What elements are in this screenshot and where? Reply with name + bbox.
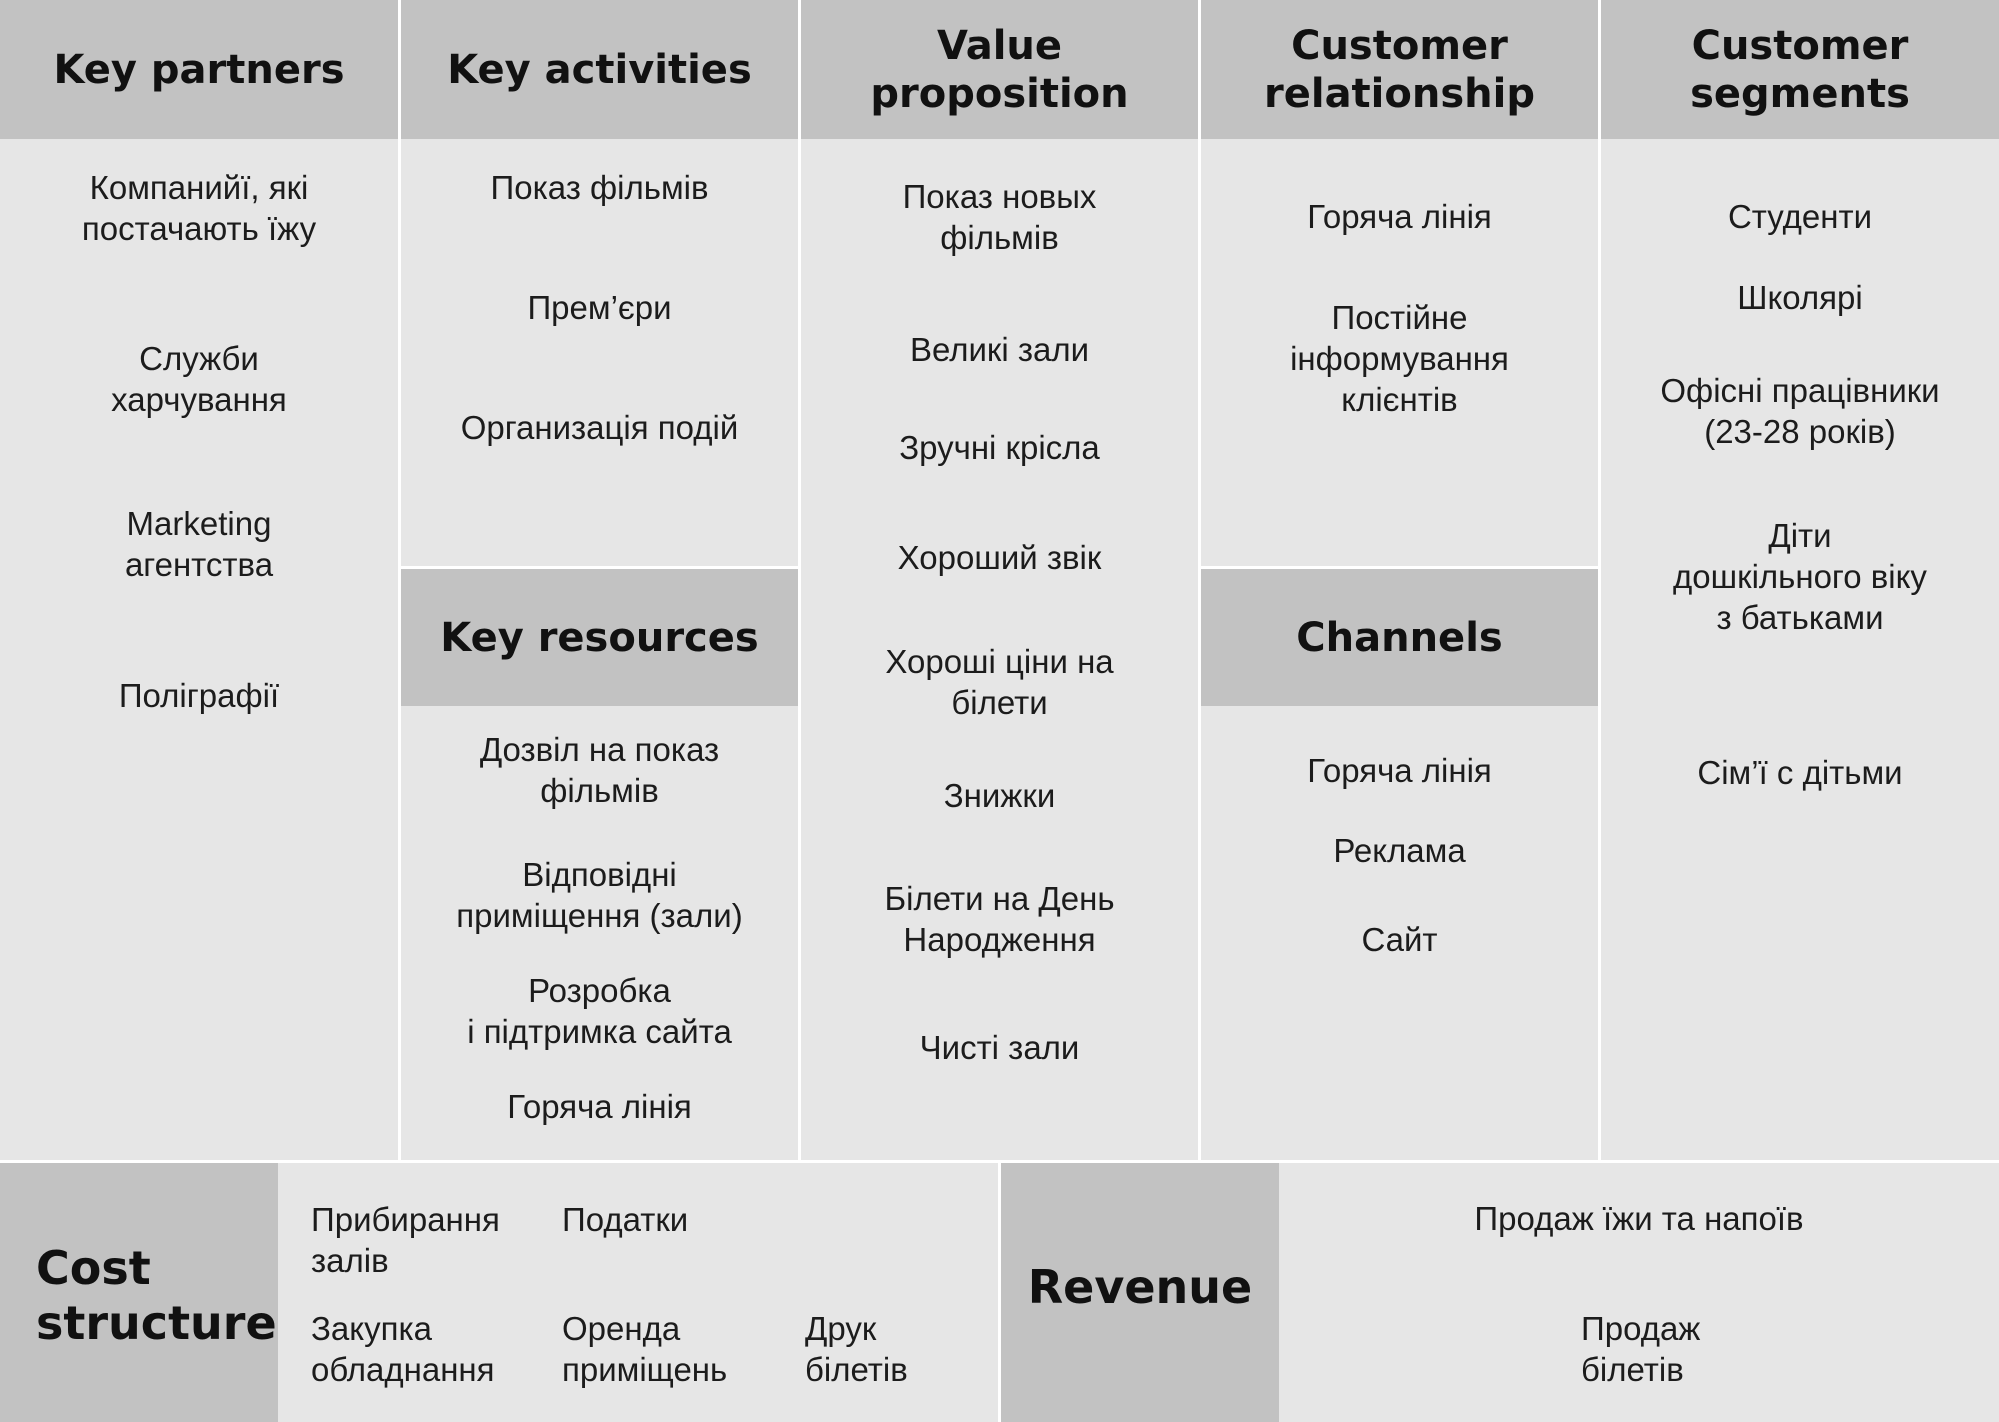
customer-segments-panel [1601,0,1999,1160]
customer-segments-item: Школярі [1737,279,1863,316]
value-proposition-title: Value proposition [801,0,1198,139]
key-activities-item: Показ фільмів [490,169,709,206]
key-partners-item: Marketing агентства [124,505,274,583]
customer-segments-item: Діти дошкільного віку з батьками [1673,517,1927,636]
value-proposition-panel [801,0,1198,1160]
value-proposition-item: Хороші ціни на білети [885,643,1114,721]
channels-item: Горяча лінія [1307,752,1492,789]
value-proposition-item: Зручні крісла [899,429,1100,466]
revenue-item: Продаж білетів [1581,1310,1701,1388]
customer-relationship-item: Горяча лінія [1307,198,1492,235]
key-resources-item: Горяча лінія [507,1088,692,1125]
key-partners-title: Key partners [0,0,398,139]
channels-item: Сайт [1361,921,1438,958]
key-activities-title: Key activities [401,0,798,139]
key-activities-item: Прем’єри [527,289,672,326]
customer-segments-item: Студенти [1727,198,1873,235]
cost-structure-item: Оренда приміщень [562,1310,728,1388]
cost-structure-item: Друк білетів [805,1310,908,1388]
customer-relationship-title: Customer relationship [1201,0,1598,139]
customer-segments-title: Customer segments [1601,0,1999,139]
key-resources-item: Дозвіл на показ фільмів [479,731,720,809]
cost-structure-item: Податки [562,1201,689,1238]
key-activities-item: Организація подій [460,409,739,446]
revenue-title: Revenue [1027,1260,1253,1314]
cost-structure-item: Прибирання залів [311,1201,500,1279]
customer-segments-item: Офісні працівники (23-28 років) [1660,372,1940,450]
cost-structure-item: Закупка обладнання [311,1310,495,1388]
key-resources-item: Відповідні приміщення (зали) [456,856,743,934]
cost-structure-header-block [0,1163,278,1422]
value-proposition-item: Чисті зали [919,1029,1080,1066]
value-proposition-item: Великі зали [909,331,1090,368]
key-partners-item: Служби харчування [111,340,287,418]
key-partners-item: Компанийї, які постачають їжу [81,169,317,247]
value-proposition-item: Показ новых фільмів [902,178,1097,256]
key-resources-title: Key resources [401,569,798,706]
value-proposition-item: Знижки [943,777,1056,814]
revenue-header-block [1001,1163,1279,1422]
channels-item: Реклама [1333,832,1466,869]
value-proposition-item: Білети на День Народження [884,880,1115,958]
key-partners-item: Поліграфії [118,677,280,714]
channels-title: Channels [1201,569,1598,706]
cost-structure-title: Cost structure [36,1241,277,1350]
key-partners-panel [0,0,398,1160]
customer-relationship-item: Постійне інформування клієнтів [1290,299,1509,418]
value-proposition-item: Хороший звік [897,539,1102,576]
customer-segments-item: Сім’ї с дітьми [1697,754,1903,791]
revenue-item: Продаж їжи та напоїв [1474,1200,1804,1237]
key-resources-item: Розробка і підтримка сайта [467,972,732,1050]
